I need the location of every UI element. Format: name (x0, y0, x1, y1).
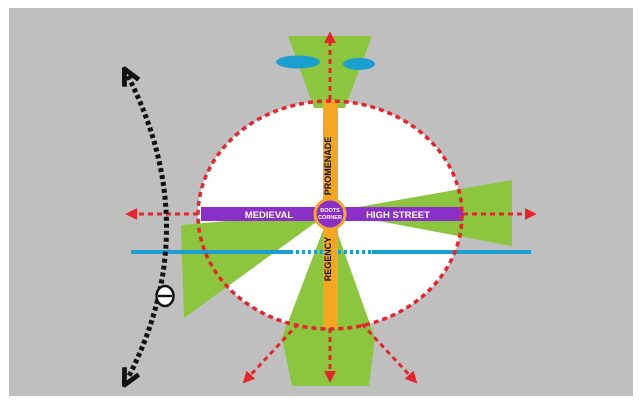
centre-node-disc (313, 197, 347, 231)
promenade-label: PROMENADE (323, 137, 333, 196)
arrow-south-east (360, 322, 418, 384)
rail-crossing-icon (155, 284, 175, 308)
centre-label-line2: CORNER (318, 215, 342, 221)
pond-right (343, 58, 375, 70)
arrow-south-west (242, 322, 300, 384)
medieval-label: MEDIEVAL (245, 210, 294, 221)
centre-label-line1: BOOTS (320, 208, 340, 214)
regency-label: REGENCY (323, 237, 333, 282)
centre-node: BOOTS CORNER (313, 197, 347, 231)
view-cone-west-inner (198, 212, 330, 300)
pond-left (276, 55, 320, 69)
curved-route (128, 76, 169, 378)
high-street-label: HIGH STREET (366, 210, 430, 221)
